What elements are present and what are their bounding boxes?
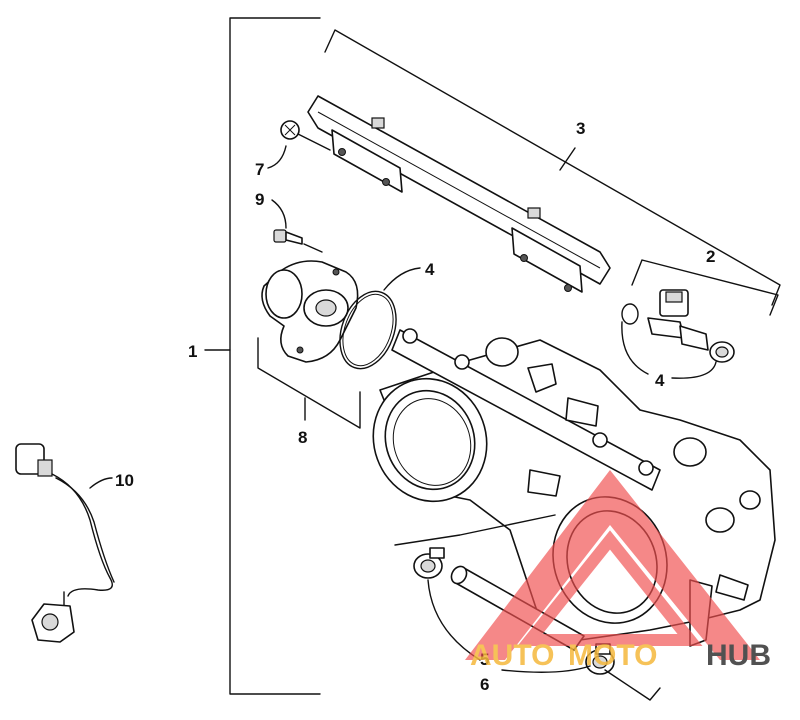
callout-9: 9 [255, 190, 264, 209]
wiring-harness [15, 443, 115, 643]
callout-1: 1 [188, 342, 197, 361]
watermark-hub: HUB [706, 639, 771, 672]
fuel-rail [307, 95, 611, 293]
screw-9 [271, 199, 323, 253]
callout-8: 8 [298, 428, 307, 447]
watermark-triangle-icon [465, 470, 760, 660]
callout-4-oring: 4 [425, 260, 435, 279]
callout-3: 3 [576, 119, 585, 138]
watermark-logo: AUTO MOTO HUB [465, 470, 771, 672]
sensor-bracket [257, 337, 361, 429]
callout-4-injector: 4 [655, 371, 665, 390]
callout-2: 2 [706, 247, 715, 266]
callout-7: 7 [255, 160, 264, 179]
callout-6: 6 [480, 675, 489, 694]
callout-10: 10 [115, 471, 134, 490]
watermark-moto: MOTO [568, 639, 657, 672]
o-ring-4 [339, 267, 421, 370]
assembly-bracket [204, 17, 321, 695]
fuel-injector [621, 289, 735, 379]
watermark-auto: AUTO [470, 639, 554, 672]
injector-bracket [631, 259, 779, 316]
throttle-position-sensor [261, 260, 359, 363]
screw-7 [267, 120, 331, 169]
